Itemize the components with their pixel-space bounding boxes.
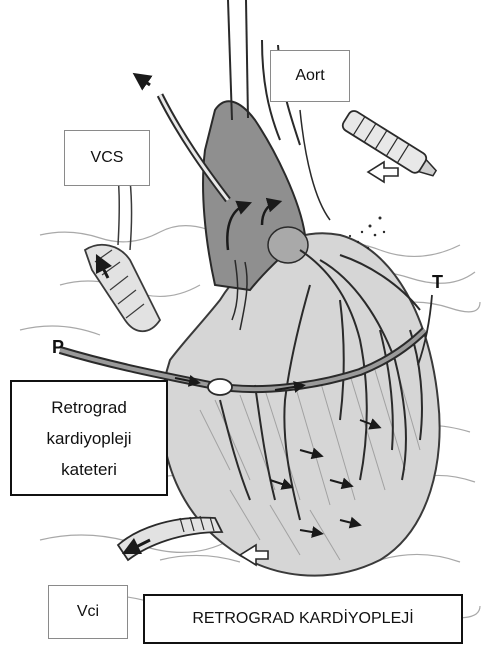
vci-label: Vci <box>48 585 128 639</box>
p-marker: P <box>52 337 64 358</box>
vcs-label-text: VCS <box>91 149 124 167</box>
retrograde-catheter-line-1: Retrograd <box>51 392 127 423</box>
vena-cava-inferior <box>118 516 222 560</box>
aort-label-text: Aort <box>295 67 324 85</box>
diagram-title: RETROGRAD KARDİYOPLEJİ <box>143 594 463 644</box>
pointer-arrow-top-icon <box>368 162 398 182</box>
t-marker: T <box>432 272 443 293</box>
diagram-title-text: RETROGRAD KARDİYOPLEJİ <box>192 610 413 628</box>
aort-label: Aort <box>270 50 350 102</box>
vci-label-text: Vci <box>77 603 99 621</box>
p-marker-text: P <box>52 337 64 357</box>
retrograde-catheter-line-3: kateteri <box>61 454 117 485</box>
t-marker-text: T <box>432 272 443 292</box>
vcs-label: VCS <box>64 130 150 186</box>
retrograde-catheter-line-2: kardiyopleji <box>46 423 131 454</box>
retrograde-catheter-label: Retrograd kardiyopleji kateteri <box>10 380 168 496</box>
